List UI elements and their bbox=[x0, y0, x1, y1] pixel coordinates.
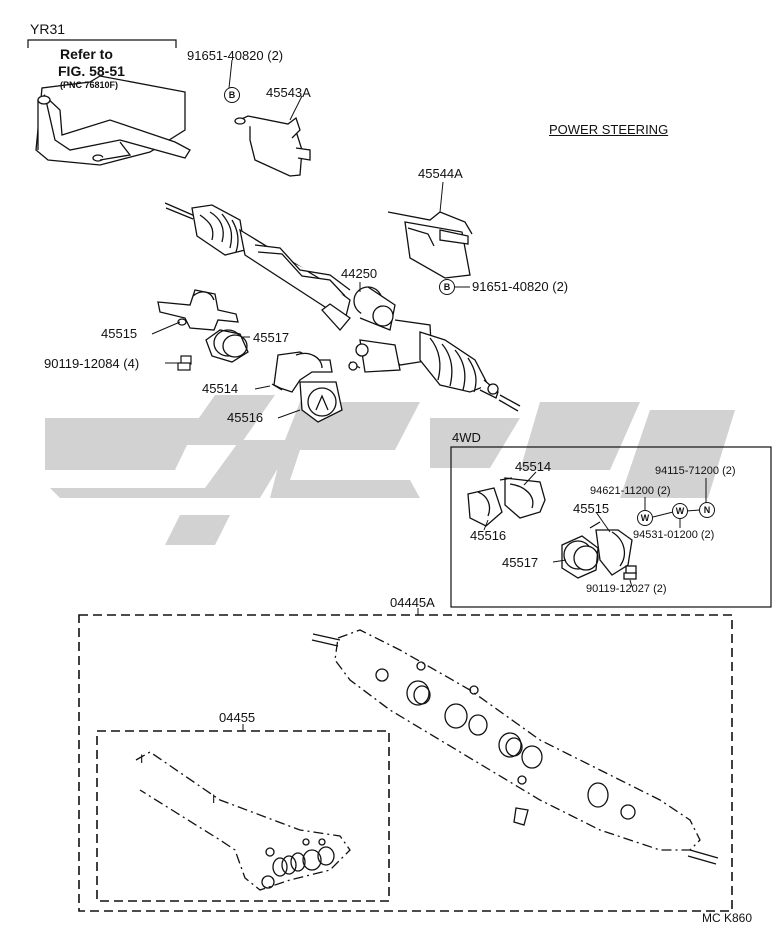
washer-w-symbol-2: W bbox=[672, 503, 688, 519]
part-91651-top: 91651-40820 (2) bbox=[187, 48, 284, 63]
leader-lines bbox=[151, 59, 470, 419]
seal-kit-illustration: I I bbox=[135, 751, 351, 891]
part-45543a: 45543A bbox=[266, 85, 311, 100]
fourwd-label: 4WD bbox=[452, 430, 481, 445]
variant-label: YR31 bbox=[30, 21, 66, 37]
fourwd-part-94531: 94531-01200 (2) bbox=[633, 529, 715, 541]
part-90119-12084: 90119-12084 (4) bbox=[44, 356, 140, 371]
bolt-b-symbol-mid: B bbox=[439, 279, 455, 295]
kit-04445a-label: 04445A bbox=[390, 595, 435, 610]
fourwd-part-45517: 45517 bbox=[502, 555, 539, 570]
bracket-45514-illustration bbox=[271, 351, 343, 423]
part-45516: 45516 bbox=[227, 410, 264, 425]
bracket-45543a-illustration bbox=[234, 115, 311, 177]
refer-line1: Refer to bbox=[60, 46, 113, 62]
footer-code: MC K860 bbox=[702, 911, 753, 925]
svg-text:I: I bbox=[140, 752, 143, 766]
fourwd-box bbox=[450, 446, 772, 608]
steering-rack-illustration bbox=[164, 202, 521, 412]
watermark-logo bbox=[45, 395, 735, 545]
part-45514: 45514 bbox=[202, 381, 239, 396]
part-44250: 44250 bbox=[341, 266, 378, 281]
yr31-bracket bbox=[27, 39, 177, 48]
refer-pnc: (PNC 76810F) bbox=[60, 80, 119, 90]
fourwd-part-45515: 45515 bbox=[573, 501, 610, 516]
bracket-45515-illustration bbox=[157, 289, 249, 363]
fourwd-part-45516: 45516 bbox=[470, 528, 507, 543]
fourwd-part-94115: 94115-71200 (2) bbox=[655, 465, 736, 477]
fourwd-parts-illustration bbox=[467, 477, 637, 580]
part-45517: 45517 bbox=[253, 330, 290, 345]
reference-bracket-illustration bbox=[35, 75, 191, 166]
kit-04445a-box bbox=[78, 614, 733, 912]
fourwd-part-94621: 94621-11200 (2) bbox=[590, 485, 671, 497]
bolt-90119-12084-illustration bbox=[177, 355, 192, 371]
section-title: POWER STEERING bbox=[549, 122, 669, 137]
svg-text:I: I bbox=[212, 792, 215, 806]
part-45544a: 45544A bbox=[418, 166, 463, 181]
part-45515: 45515 bbox=[101, 326, 138, 341]
washer-w-symbol-1: W bbox=[637, 510, 653, 526]
refer-line2: FIG. 58-51 bbox=[58, 63, 125, 79]
rack-housing-illustration bbox=[311, 629, 719, 865]
kit-04455-label: 04455 bbox=[219, 710, 256, 725]
fourwd-part-90119-12027: 90119-12027 (2) bbox=[586, 583, 667, 595]
fourwd-part-45514: 45514 bbox=[515, 459, 552, 474]
fourwd-leader-lines bbox=[483, 471, 707, 588]
nut-n-symbol: N bbox=[699, 502, 715, 518]
part-91651-mid: 91651-40820 (2) bbox=[472, 279, 569, 294]
bracket-45544a-illustration bbox=[387, 211, 473, 279]
bolt-b-symbol-top: B bbox=[224, 87, 240, 103]
